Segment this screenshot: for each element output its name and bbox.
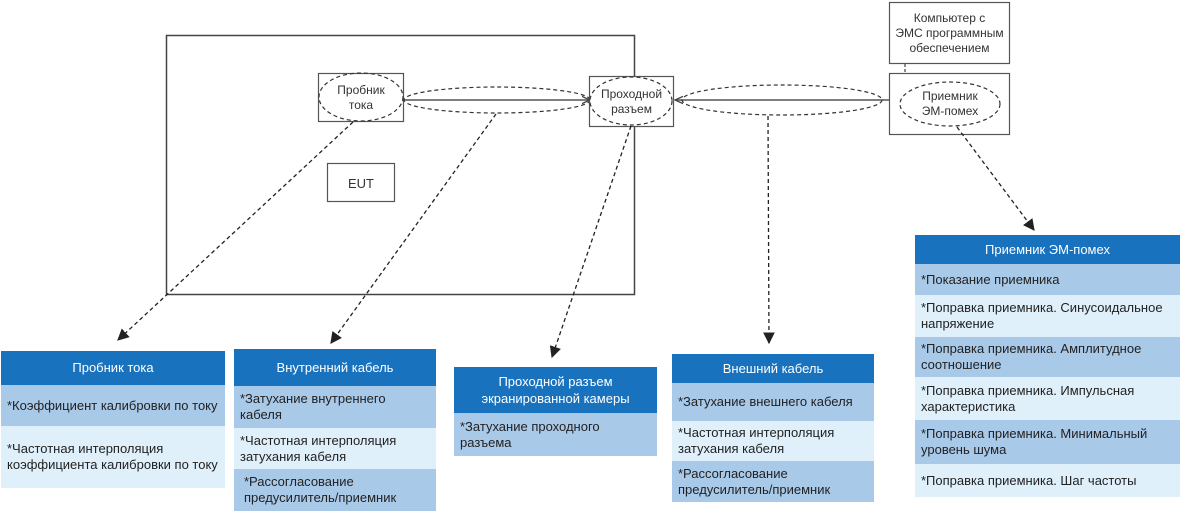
table-row: *Коэффициент калибровки по току — [1, 385, 225, 426]
arrow-feedthrough-to-table — [549, 125, 632, 359]
table-row: *Поправка приемника. Шаг частоты — [915, 464, 1180, 497]
receiver-ellipse — [899, 81, 1001, 127]
table-row: *Затухание внешнего кабеля — [672, 383, 874, 421]
table-row: *Рассогласование предусилитель/приемник — [234, 469, 436, 511]
eut-box — [326, 162, 396, 203]
computer-label-line-3: обеспечением — [909, 41, 990, 55]
outer-cable-ellipse — [681, 84, 883, 116]
arrow-inner-cable-to-table — [330, 113, 497, 344]
table-header: Пробник тока — [1, 351, 225, 385]
feedthrough-label-line-1: Проходной — [600, 87, 663, 101]
table-row: *Затухание внутреннего кабеля — [234, 386, 436, 428]
table-row: *Частотная интерполяция затухания кабеля — [672, 421, 874, 461]
computer-label-line-2: ЭМС программным — [895, 26, 1004, 40]
table-header: Внутренний кабель — [234, 349, 436, 386]
table-inner-cable: Внутренний кабель *Затухание внутреннего… — [234, 349, 436, 511]
arrow-probe-to-table — [117, 121, 354, 341]
table-outer-cable: Внешний кабель *Затухание внешнего кабел… — [672, 354, 874, 502]
table-header: Проходной разъем экранированной камеры — [454, 367, 657, 413]
feedthrough-ellipse — [589, 76, 673, 126]
receiver-box — [888, 72, 1011, 136]
table-row: *Поправка приемника. Амплитудное соотнош… — [915, 337, 1180, 377]
table-row: *Затухание проходного разъема — [454, 413, 657, 456]
receiver-label-line-2: ЭМ-помех — [921, 104, 979, 118]
computer-box — [888, 1, 1011, 65]
table-emi-receiver: Приемник ЭМ-помех *Показание приемника *… — [915, 235, 1180, 497]
table-feedthrough: Проходной разъем экранированной камеры *… — [454, 367, 657, 456]
probe-label-line-2: тока — [348, 98, 374, 112]
table-header: Внешний кабель — [672, 354, 874, 383]
receiver-label-line-1: Приемник — [922, 89, 978, 103]
table-row: *Поправка приемника. Импульсная характер… — [915, 377, 1180, 420]
table-row: *Частотная интерполяция затухания кабеля — [234, 428, 436, 469]
feedthrough-label-line-2: разъем — [611, 102, 652, 116]
shielded-chamber — [165, 34, 636, 296]
table-header: Приемник ЭМ-помех — [915, 235, 1180, 264]
table-row: *Частотная интерполяция коэффициента кал… — [1, 426, 225, 488]
table-row: *Поправка приемника. Минимальный уровень… — [915, 420, 1180, 464]
probe-ellipse — [318, 72, 404, 122]
arrow-outer-cable-to-table — [763, 115, 775, 345]
table-row: *Рассогласование предусилитель/приемник — [672, 461, 874, 502]
table-row: *Показание приемника — [915, 264, 1180, 295]
probe-label-line-1: Пробник — [337, 83, 385, 97]
computer-label-line-1: Компьютер с — [913, 11, 986, 25]
arrow-receiver-to-table — [956, 126, 1035, 231]
table-row: *Поправка приемника. Синусоидальное напр… — [915, 295, 1180, 337]
table-current-probe: Пробник тока *Коэффициент калибровки по … — [1, 351, 225, 488]
eut-label: EUT — [348, 175, 374, 191]
